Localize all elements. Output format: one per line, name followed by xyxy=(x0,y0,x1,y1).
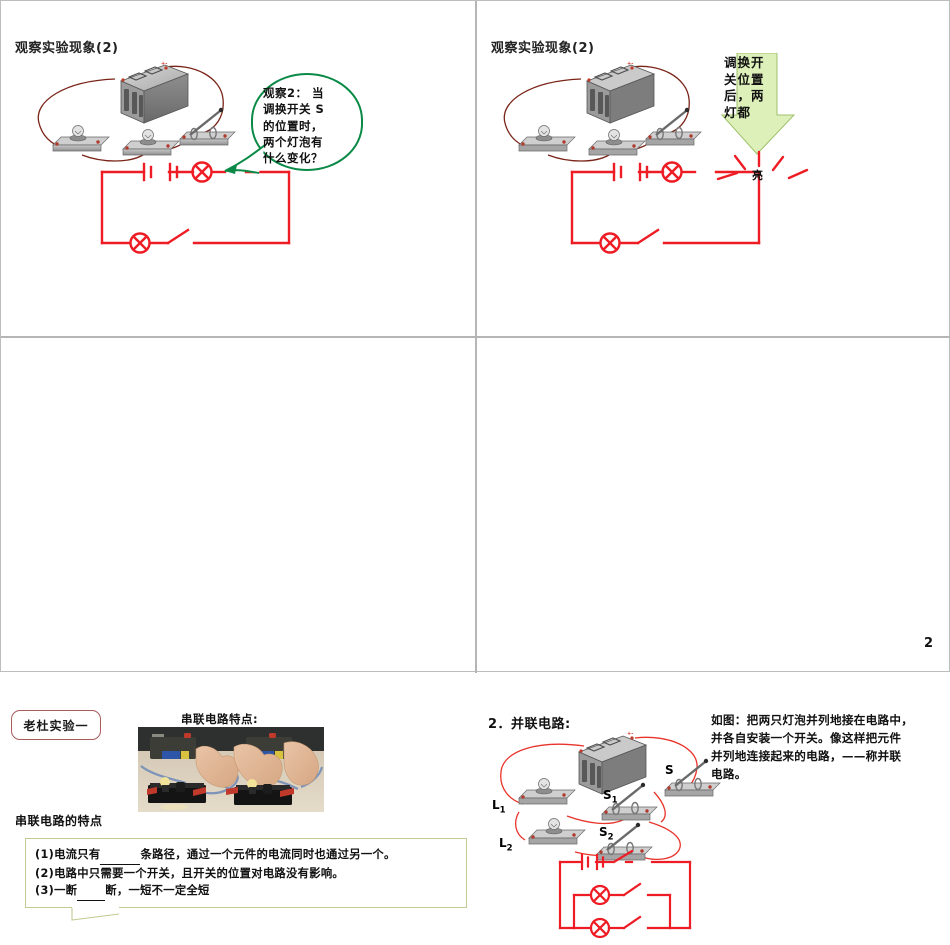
experiment-tag-label: 老杜实验一 xyxy=(23,718,89,733)
callout-tail xyxy=(71,906,120,921)
fact-line: (1)电流只有 条路径，通过一个元件的电流同时也通过另一个。 xyxy=(35,846,458,865)
svg-text:+-: +- xyxy=(161,61,167,67)
series-circuit-apparatus: +- xyxy=(503,61,702,162)
svg-text:+-: +- xyxy=(627,61,633,67)
label-lamp-2: L2 xyxy=(499,836,513,853)
observation-speech-bubble xyxy=(251,73,363,171)
label-lamp-1: L1 xyxy=(492,798,506,815)
parallel-circuit-description: 如图：把两只灯泡并列地接在电路中， 并各自安装一个开关。像这样把元件 并列地连接… xyxy=(711,713,914,781)
fact-suffix: 条路径，通过一个元件的电流同时也通过另一个。 xyxy=(140,848,396,861)
label-lamp-1-sub: 1 xyxy=(499,805,506,816)
svg-text:+-: +- xyxy=(627,731,633,737)
experiment-tag-box: 老杜实验一 xyxy=(11,710,101,740)
label-switch-main: S xyxy=(665,763,674,777)
fill-blank xyxy=(77,882,106,901)
parallel-circuit-schematic xyxy=(558,850,692,939)
fact-prefix: (1)电流只有 xyxy=(35,848,101,861)
slide-top-right: 观察实验现象(2) +- xyxy=(477,1,950,336)
series-circuit-apparatus: +- xyxy=(37,61,236,162)
label-switch-2-text: S xyxy=(599,825,608,839)
speech-bubble-text: 观察2： 当 调换开关 S 的位置时， 两个灯泡有 什么变化？ xyxy=(263,86,325,166)
fact-prefix: (2)电路中只需要一个开关，且开关的位置对电路没有影响。 xyxy=(35,866,345,880)
label-lamp-2-sub: 2 xyxy=(506,843,513,854)
series-circuit-schematic xyxy=(100,161,291,254)
green-down-arrow xyxy=(720,53,796,155)
label-switch-1-text: S xyxy=(603,788,612,802)
green-arrow-text: 调换开 关位置 后，两 灯都 xyxy=(724,55,765,120)
label-switch-1: S1 xyxy=(603,788,618,805)
horizontal-divider xyxy=(1,336,950,338)
slide-top-left: 观察实验现象(2) xyxy=(1,1,475,336)
label-lamp-2-text: L xyxy=(499,836,507,850)
label-switch-2: S2 xyxy=(599,825,614,842)
label-switch-1-sub: 1 xyxy=(611,795,618,806)
fill-blank xyxy=(100,846,141,865)
fact-line: (3)一断 断，一短不一定全短 xyxy=(35,882,458,901)
slide-title: 观察实验现象(2) xyxy=(15,41,119,56)
page-number: 2 xyxy=(923,636,933,651)
slide-bottom-left: 老杜实验一 串联电路特点: xyxy=(1,338,475,921)
label-switch-2-sub: 2 xyxy=(607,832,614,843)
speech-bubble-tail xyxy=(224,144,266,174)
series-features-box: (1)电流只有 条路径，通过一个元件的电流同时也通过另一个。 (2)电路中只需要… xyxy=(25,838,467,908)
fact-suffix: 断，一短不一定全短 xyxy=(105,884,210,897)
series-experiment-photo xyxy=(138,727,324,812)
red-burst-rays xyxy=(716,150,809,181)
fact-prefix: (3)一断 xyxy=(35,884,78,897)
fact-line: (2)电路中只需要一个开关，且开关的位置对电路没有影响。 xyxy=(35,865,458,883)
slide-bottom-right: 2．并联电路: 如图：把两只灯泡并列地接在电路中， 并各自安装一个开关。像这样把… xyxy=(477,338,950,939)
section-heading: 串联电路的特点 xyxy=(15,814,103,828)
label-lamp-1-text: L xyxy=(492,798,500,812)
photo-caption: 串联电路特点: xyxy=(181,712,259,726)
burst-label: 亮 xyxy=(752,169,763,182)
slide-title: 观察实验现象(2) xyxy=(491,41,595,56)
